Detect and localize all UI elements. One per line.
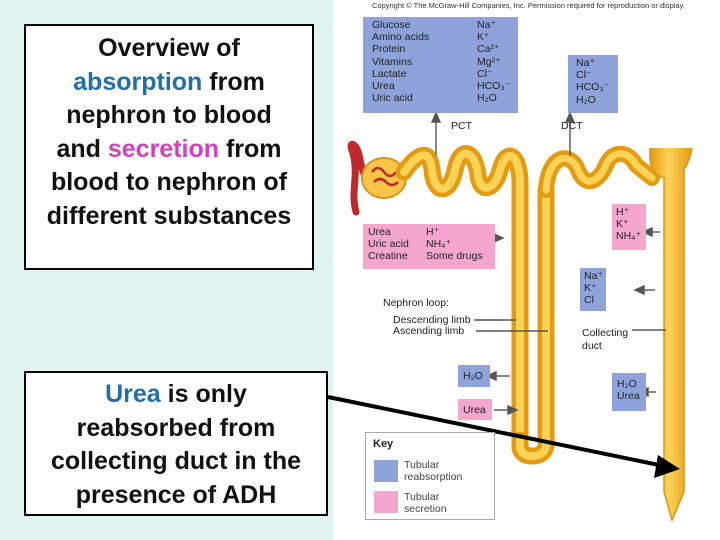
- overview-text-box: Overview of absorption from nephron to b…: [24, 24, 314, 270]
- pct-abs-ion: H₂O: [477, 92, 497, 105]
- descending-limb-label: Descending limb: [393, 314, 471, 326]
- pct-sec-item: Creatine: [368, 250, 408, 263]
- pct-abs-ion: Mg²⁺: [477, 55, 501, 68]
- loop-urea-text: Urea: [463, 404, 486, 416]
- urea-line-4: presence of ADH: [75, 480, 277, 509]
- dct-absorption-list: Na⁺ Cl⁻ HCO₃⁻ H₂O: [576, 57, 609, 106]
- urea-text-box: Urea is only reabsorbed from collecting …: [24, 371, 328, 516]
- duct-absorption-panel: Na⁺ K⁺ Cl: [580, 268, 606, 311]
- duct-absorption-list: Na⁺ K⁺ Cl: [584, 270, 603, 307]
- duct-abs-ion: Na⁺: [584, 270, 603, 282]
- dct-abs-ion: Cl⁻: [576, 69, 592, 82]
- absorption-word: absorption: [73, 67, 203, 96]
- key-secretion-text: Tubular secretion: [404, 491, 447, 515]
- pct-abs-ion: Na⁺: [477, 19, 496, 31]
- duct-lower-panel: H₂O Urea: [612, 373, 646, 411]
- pct-abs-ion: Cl⁻: [477, 67, 493, 80]
- collecting-label: Collecting: [582, 327, 629, 339]
- key-title: Key: [373, 438, 394, 450]
- overview-line-4: and secretion from: [26, 133, 312, 167]
- key-secretion-swatch: [374, 491, 398, 513]
- from-word-1: from: [202, 67, 265, 96]
- pct-abs-item: Glucose: [372, 19, 411, 31]
- pct-label: PCT: [451, 120, 472, 132]
- pointer-arrow: [327, 395, 665, 468]
- pct-abs-item: Amino acids: [372, 31, 430, 44]
- pct-abs-item: Urea: [372, 80, 395, 93]
- urea-line-1: Urea is only: [26, 378, 326, 412]
- from-word-2: from: [219, 134, 282, 163]
- dct-sec-ion: H⁺: [616, 206, 630, 218]
- key-absorption-swatch: [374, 460, 398, 482]
- key-secretion-line1: Tubular: [404, 491, 440, 503]
- key-legend: Key Tubular reabsorption Tubular secreti…: [365, 432, 495, 520]
- loop-urea-panel: Urea: [458, 399, 492, 420]
- pct-secretion-col1: Urea Uric acid Creatine: [368, 226, 409, 263]
- pct-sec-item: Urea: [368, 226, 391, 238]
- pct-abs-ion: Ca²⁺: [477, 43, 500, 56]
- pointer-arrowhead: [654, 455, 680, 478]
- duct-abs-ion: K⁺: [584, 282, 597, 295]
- pct-absorption-panel: Glucose Amino acids Protein Vitamins Lac…: [363, 17, 518, 113]
- ascending-limb-label: Ascending limb: [393, 325, 465, 337]
- pct-abs-item: Lactate: [372, 67, 407, 80]
- pct-abs-item: Uric acid: [372, 92, 413, 105]
- urea-line-2: reabsorbed from: [76, 413, 276, 442]
- duct-lower-item: Urea: [617, 390, 640, 403]
- key-absorption-line2: reabsorption: [404, 471, 463, 483]
- pct-abs-item: Protein: [372, 43, 406, 56]
- dct-sec-ion: NH₄⁺: [616, 230, 641, 243]
- pct-absorption-col1: Glucose Amino acids Protein Vitamins Lac…: [372, 19, 429, 104]
- and-word: and: [56, 134, 108, 163]
- loop-water-text: H₂O: [463, 370, 483, 382]
- urea-word: Urea: [105, 380, 161, 408]
- dct-abs-ion: HCO₃⁻: [576, 81, 610, 94]
- pct-secretion-panel: Urea Uric acid Creatine H⁺ NH₄⁺ Some dru…: [363, 224, 495, 269]
- dct-secretion-panel: H⁺ K⁺ NH₄⁺: [612, 204, 646, 250]
- key-secretion-line2: secretion: [404, 503, 447, 515]
- urea-line-3: collecting duct in the: [50, 447, 301, 475]
- dct-sec-ion: K⁺: [616, 218, 629, 231]
- pct-abs-item: Vitamins: [372, 55, 413, 68]
- key-absorption-text: Tubular reabsorption: [404, 459, 462, 483]
- pct-secretion-col2: H⁺ NH₄⁺ Some drugs: [426, 226, 483, 263]
- glomerulus: [371, 166, 399, 187]
- pct-sec-item: NH₄⁺: [426, 238, 451, 251]
- collecting-duct: [649, 147, 693, 523]
- dct-absorption-panel: Na⁺ Cl⁻ HCO₃⁻ H₂O: [568, 55, 618, 113]
- duct-abs-ion: Cl: [584, 294, 594, 307]
- nephron-loop-label: Nephron loop:: [383, 297, 449, 309]
- pct-sec-item: Some drugs: [426, 250, 483, 263]
- pct-sec-item: H⁺: [426, 226, 440, 238]
- overview-line-2: absorption from: [26, 66, 312, 100]
- copyright-notice: Copyright © The McGraw-Hill Companies, I…: [372, 1, 685, 10]
- dct-label: DCT: [561, 120, 583, 132]
- urea-line-1-rest: is only: [160, 380, 247, 408]
- duct-label: duct: [582, 340, 602, 352]
- overview-line-5: blood to nephron of: [50, 168, 288, 196]
- pct-abs-ion: K⁺: [477, 31, 490, 44]
- pct-absorption-col2: Na⁺ K⁺ Ca²⁺ Mg²⁺ Cl⁻ HCO₃⁻ H₂O: [477, 19, 510, 104]
- loop-water-panel: H₂O: [458, 365, 490, 387]
- dct-abs-ion: Na⁺: [576, 57, 595, 69]
- overview-line-3: nephron to blood: [66, 101, 272, 129]
- pct-abs-ion: HCO₃⁻: [477, 80, 511, 93]
- dct-secretion-list: H⁺ K⁺ NH₄⁺: [616, 206, 641, 243]
- pct-sec-item: Uric acid: [368, 238, 409, 251]
- dct-abs-ion: H₂O: [576, 93, 596, 106]
- duct-lower-item: H₂O: [617, 378, 637, 390]
- overview-line-6: different substances: [46, 201, 292, 230]
- duct-lower-list: H₂O Urea: [617, 378, 640, 402]
- secretion-word: secretion: [107, 134, 220, 163]
- overview-line-1: Overview of: [98, 34, 240, 62]
- key-absorption-line1: Tubular: [404, 459, 440, 471]
